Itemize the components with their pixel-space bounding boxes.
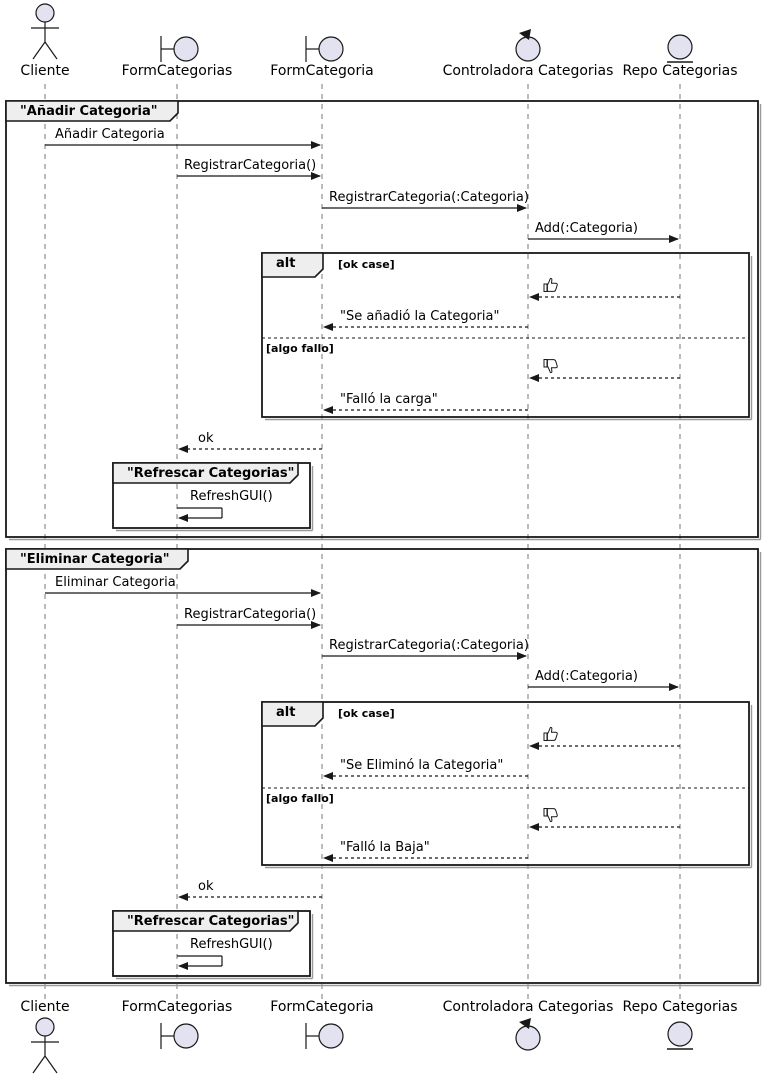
actor-icon	[32, 41, 46, 60]
frame-tab-group-refrescar-2	[112, 910, 299, 932]
boundary-icon	[318, 1023, 344, 1049]
arrowhead	[323, 406, 333, 414]
arrowhead	[529, 823, 539, 831]
frame-alt-anadir	[261, 252, 750, 418]
boundary-icon	[318, 36, 344, 62]
frame-tab-group-refrescar-1	[112, 462, 299, 484]
actor-icon	[44, 1055, 58, 1074]
actor-icon	[44, 41, 58, 60]
boundary-icon	[173, 36, 199, 62]
actor-icon	[35, 1017, 55, 1037]
arrowhead	[517, 652, 527, 660]
arrowhead	[311, 589, 321, 597]
frame-tab-group-eliminar	[5, 548, 189, 570]
arrowhead	[311, 621, 321, 629]
control-icon	[519, 1018, 531, 1029]
entity-icon	[667, 34, 693, 60]
frame-group-anadir	[5, 100, 759, 538]
arrowhead	[529, 374, 539, 382]
arrowhead	[669, 235, 679, 243]
arrowhead	[311, 172, 321, 180]
control-icon	[515, 36, 541, 62]
arrowhead	[323, 772, 333, 780]
thumbs-down-icon	[543, 359, 558, 374]
frame-group-eliminar	[5, 548, 759, 984]
arrowhead	[529, 293, 539, 301]
arrowhead	[311, 141, 321, 149]
thumbs-down-icon	[543, 808, 558, 823]
arrowhead	[517, 204, 527, 212]
arrowhead	[669, 683, 679, 691]
control-icon	[519, 29, 531, 40]
thumbs-up-icon	[543, 726, 558, 741]
arrowhead	[323, 323, 333, 331]
frame-tab-group-anadir	[5, 100, 179, 122]
frame-tab-alt-eliminar	[261, 701, 324, 727]
entity-icon	[667, 1021, 693, 1047]
control-icon	[515, 1025, 541, 1051]
frame-tab-alt-anadir	[261, 252, 324, 278]
arrowhead	[323, 854, 333, 862]
arrowhead	[178, 893, 188, 901]
arrowhead	[178, 514, 188, 522]
actor-icon	[32, 1055, 46, 1074]
thumbs-up-icon	[543, 277, 558, 292]
arrowhead	[178, 962, 188, 970]
actor-icon	[35, 3, 55, 23]
frame-alt-eliminar	[261, 701, 750, 866]
boundary-icon	[173, 1023, 199, 1049]
arrowhead	[178, 445, 188, 453]
arrowhead	[529, 742, 539, 750]
